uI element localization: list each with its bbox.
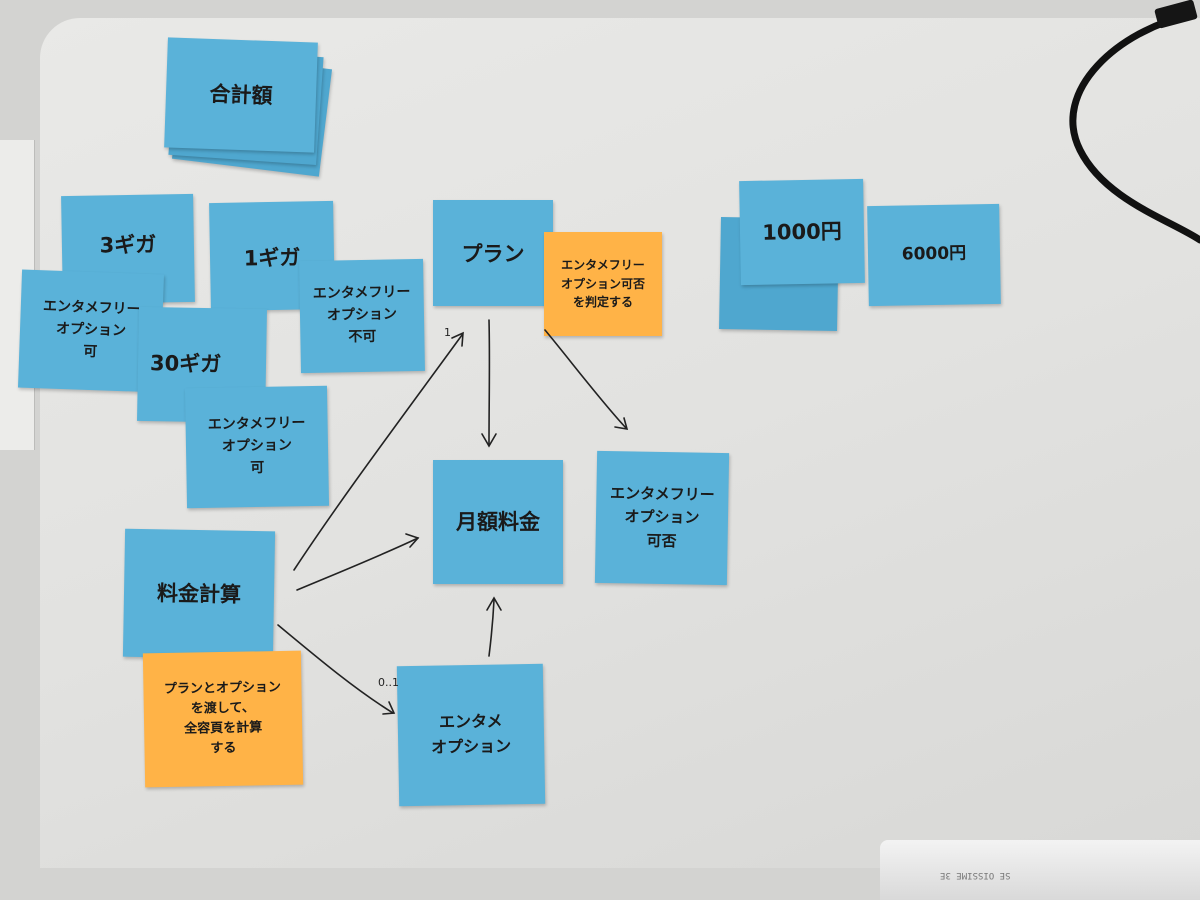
- giga-3-text: 3ギガ: [99, 232, 157, 258]
- giga-3-option-text: エンタメフリー オプション 可: [42, 298, 141, 361]
- price-1000-text: 1000円: [762, 219, 842, 245]
- plan-judge-note: エンタメフリー オプション可否 を判定する: [544, 232, 662, 336]
- ent-option-note: エンタメ オプション: [396, 663, 546, 807]
- plan-note: プラン: [433, 200, 553, 306]
- fee-calc-text: 料金計算: [156, 580, 242, 607]
- total-amount-note: 合計額: [164, 37, 318, 153]
- giga-30-text: 30ギガ: [149, 351, 222, 377]
- multiplicity-option-label: 0..1: [378, 676, 399, 689]
- giga-1-text: 1ギガ: [243, 245, 301, 271]
- price-1000-note: 1000円: [739, 178, 865, 286]
- total-amount-text: 合計額: [209, 81, 273, 108]
- option-availability-text: エンタメフリー オプション 可否: [609, 484, 715, 550]
- fee-calc-desc-text: プランとオプション を渡して、 全容頁を計算 する: [163, 679, 282, 757]
- price-6000-note: 6000円: [867, 203, 1001, 307]
- plan-judge-text: エンタメフリー オプション可否 を判定する: [560, 258, 645, 310]
- ent-option-text: エンタメ オプション: [431, 711, 512, 757]
- option-availability-note: エンタメフリー オプション 可否: [594, 450, 730, 586]
- device-label: SE OISSIME 3E: [939, 870, 1010, 880]
- giga-30-option-note: エンタメフリー オプション 可: [184, 385, 330, 509]
- giga-30-option-text: エンタメフリー オプション 可: [207, 415, 306, 476]
- fee-calc-note: 料金計算: [122, 528, 276, 660]
- multiplicity-plan-label: 1: [444, 326, 451, 339]
- giga-1-option-text: エンタメフリー オプション 不可: [312, 284, 411, 346]
- price-6000-text: 6000円: [901, 243, 967, 265]
- giga-1-option-note: エンタメフリー オプション 不可: [299, 258, 425, 374]
- corner-device: [880, 840, 1200, 900]
- plan-text: プラン: [461, 242, 525, 266]
- fee-calc-desc-note: プランとオプション を渡して、 全容頁を計算 する: [142, 650, 304, 788]
- monthly-fee-text: 月額料金: [456, 509, 540, 534]
- monthly-fee-note: 月額料金: [433, 460, 563, 584]
